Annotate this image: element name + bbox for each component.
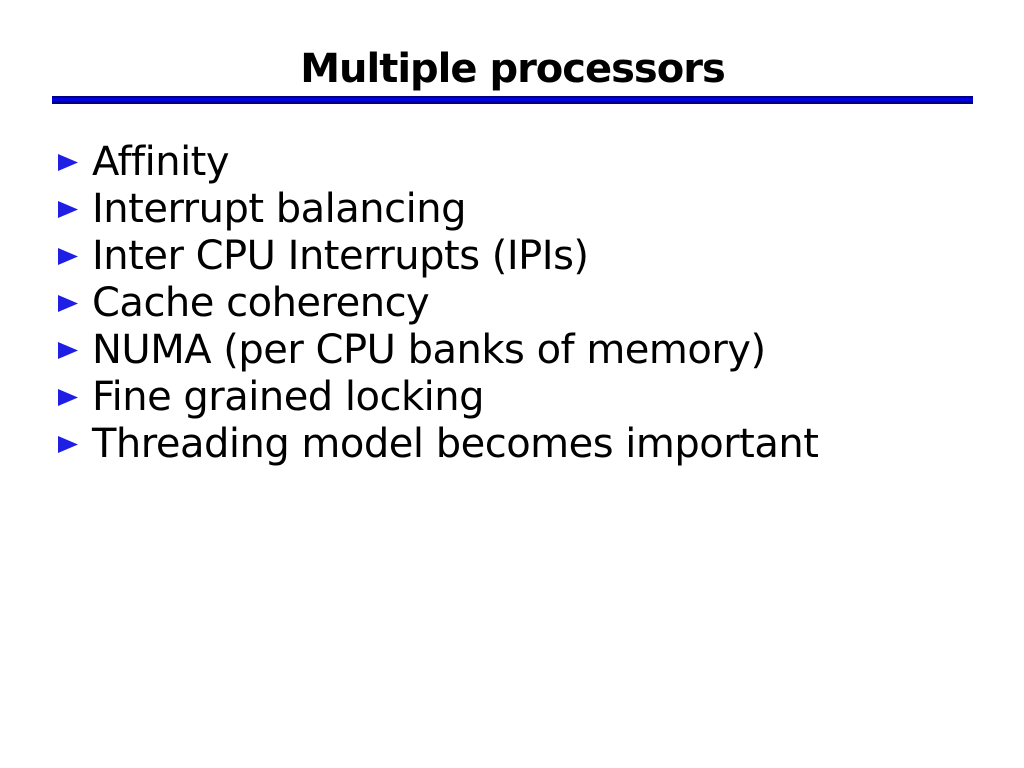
bullet-text: Inter CPU Interrupts (IPIs) — [92, 233, 589, 279]
bullet-text: Cache coherency — [92, 280, 430, 326]
triangle-bullet-icon — [58, 436, 78, 453]
title-underline-rule — [52, 96, 973, 104]
triangle-bullet-icon — [58, 295, 78, 312]
list-item: Affinity — [58, 139, 818, 186]
bullet-list: Affinity Interrupt balancing Inter CPU I… — [58, 139, 819, 468]
list-item: Fine grained locking — [58, 374, 818, 421]
triangle-bullet-icon — [58, 389, 78, 406]
list-item: Inter CPU Interrupts (IPIs) — [58, 233, 818, 280]
bullet-text: Affinity — [92, 139, 230, 185]
list-item: Interrupt balancing — [58, 186, 818, 233]
bullet-text: Threading model becomes important — [92, 421, 819, 467]
list-item: Threading model becomes important — [58, 421, 819, 468]
triangle-bullet-icon — [58, 201, 78, 218]
triangle-bullet-icon — [58, 248, 78, 265]
bullet-text: NUMA (per CPU banks of memory) — [92, 327, 766, 373]
triangle-bullet-icon — [58, 154, 78, 171]
triangle-bullet-icon — [58, 342, 78, 359]
list-item: Cache coherency — [58, 280, 818, 327]
slide-title: Multiple processors — [300, 46, 726, 92]
bullet-text: Fine grained locking — [92, 374, 485, 420]
bullet-text: Interrupt balancing — [92, 186, 467, 232]
list-item: NUMA (per CPU banks of memory) — [58, 327, 818, 374]
